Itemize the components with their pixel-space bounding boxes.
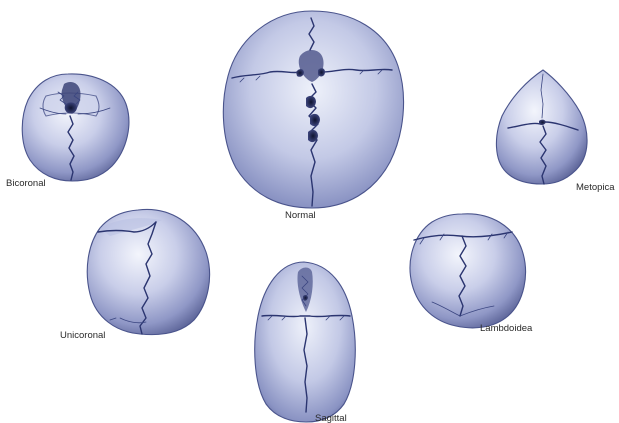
skull-metopic: Metopica: [496, 70, 615, 193]
skull-sagittal: Sagittal: [255, 262, 356, 423]
label-metopic: Metopica: [576, 182, 615, 193]
skull-normal: Normal: [223, 11, 403, 221]
skull-lambdoid: Lambdoidea: [410, 214, 533, 334]
skull-unicoronal: Unicoronal: [60, 209, 210, 341]
label-unicoronal: Unicoronal: [60, 330, 105, 341]
label-sagittal: Sagittal: [315, 413, 347, 423]
label-normal: Normal: [285, 210, 316, 221]
label-bicoronal: Bicoronal: [6, 178, 46, 189]
skull-bicoronal: Bicoronal: [6, 74, 129, 189]
label-lambdoid: Lambdoidea: [480, 323, 533, 334]
